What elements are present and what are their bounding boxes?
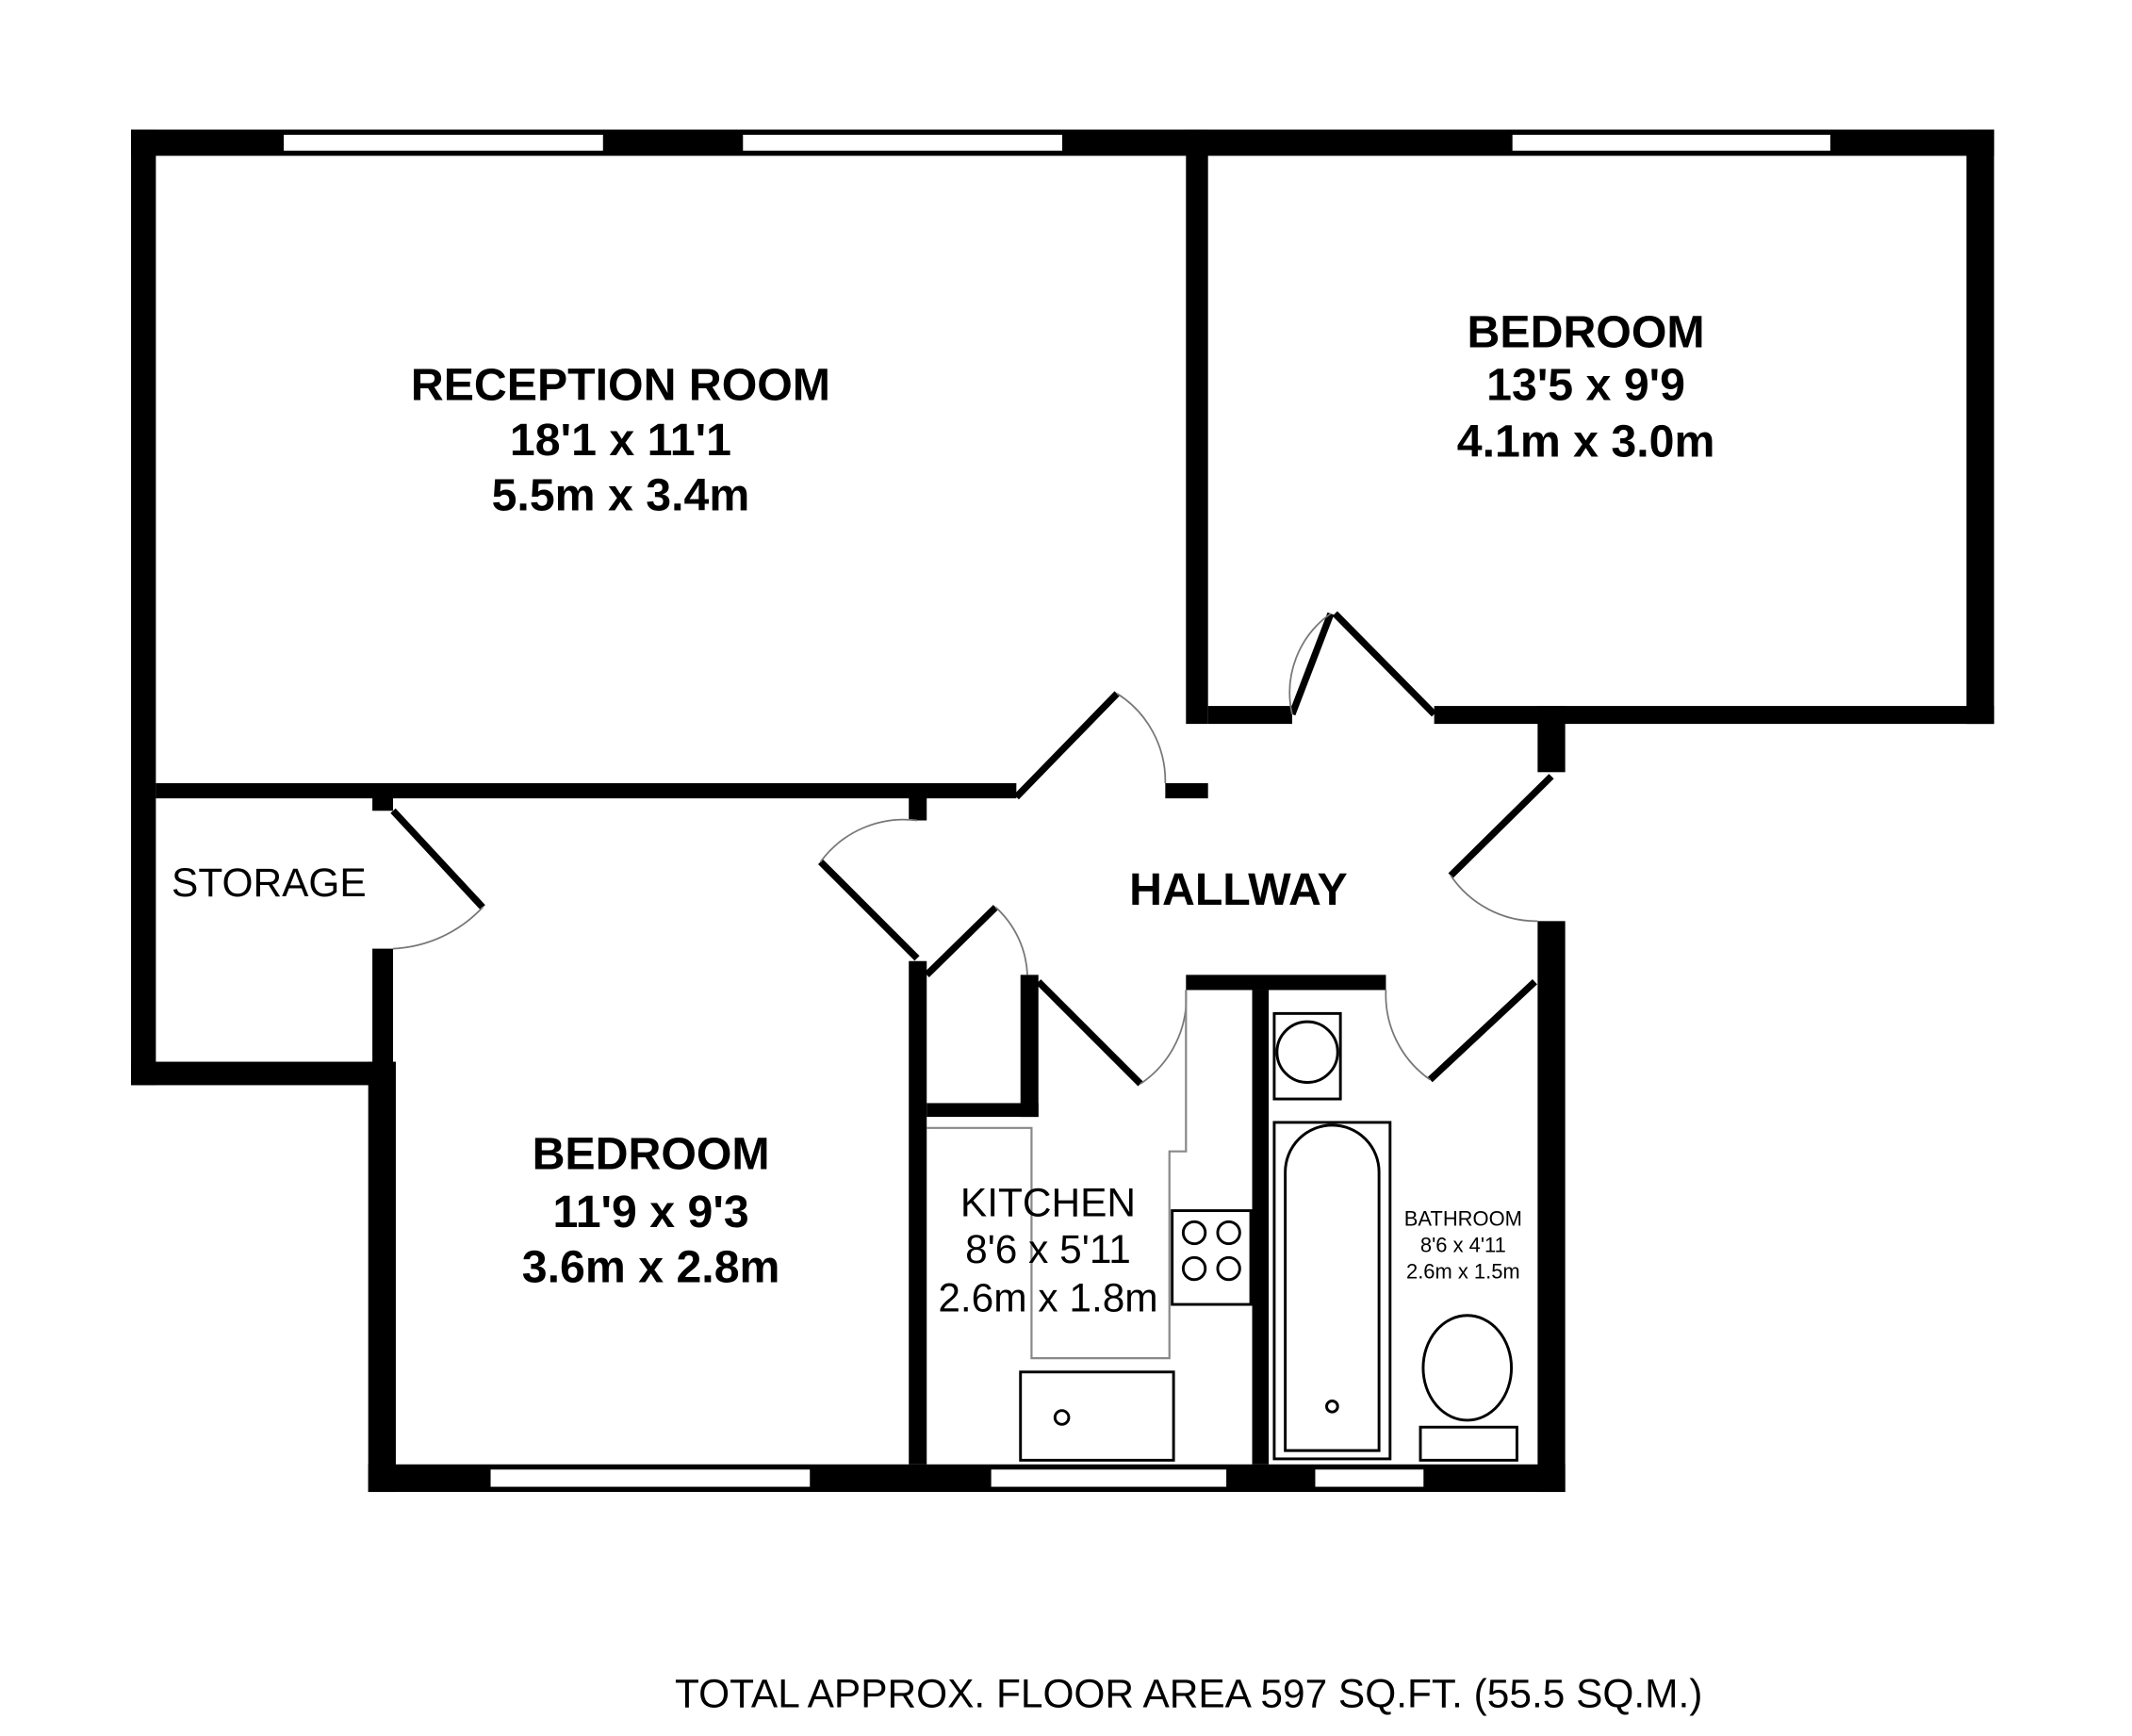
- doors: [390, 611, 1554, 1087]
- fixtures: [927, 990, 1518, 1462]
- kitchen-name: KITCHEN: [960, 1180, 1136, 1224]
- windows: [281, 132, 1833, 1489]
- kitchen-imperial: 8'6 x 5'11: [965, 1227, 1131, 1271]
- sink-icon: [1019, 1370, 1175, 1462]
- reception-name: RECEPTION ROOM: [411, 359, 830, 410]
- kitchen-metric: 2.6m x 1.8m: [938, 1275, 1157, 1319]
- reception-metric: 5.5m x 3.4m: [492, 469, 750, 520]
- bedroom2-imperial: 11'9 x 9'3: [553, 1187, 749, 1237]
- bedroom1-name: BEDROOM: [1468, 307, 1705, 358]
- bedroom2-metric: 3.6m x 2.8m: [522, 1242, 780, 1293]
- hallway-name: HALLWAY: [1129, 864, 1348, 915]
- reception-imperial: 18'1 x 11'1: [510, 415, 731, 466]
- bathroom-name: BATHROOM: [1404, 1207, 1522, 1231]
- total-floor-area: TOTAL APPROX. FLOOR AREA 597 SQ.FT. (55.…: [675, 1671, 1702, 1715]
- bedroom1-metric: 4.1m x 3.0m: [1457, 416, 1715, 467]
- bathroom-metric: 2.6m x 1.5m: [1406, 1259, 1520, 1283]
- toilet-icon: [1421, 1314, 1514, 1422]
- bedroom1-imperial: 13'5 x 9'9: [1486, 359, 1685, 410]
- bedroom2-name: BEDROOM: [533, 1129, 770, 1180]
- hob-icon: [1171, 1209, 1253, 1306]
- bathroom-imperial: 8'6 x 4'11: [1420, 1233, 1506, 1256]
- room-labels: RECEPTION ROOM 18'1 x 11'1 5.5m x 3.4m B…: [172, 307, 1714, 1320]
- storage-name: STORAGE: [172, 860, 367, 905]
